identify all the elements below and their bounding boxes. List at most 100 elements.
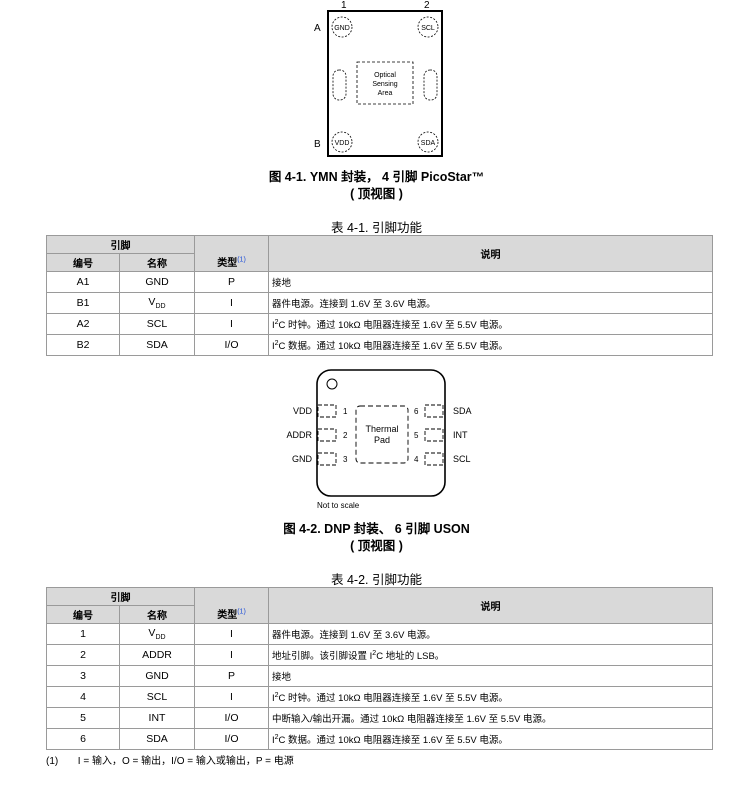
type-footnote-ref: (1) <box>237 256 246 264</box>
type-header-label: 类型 <box>217 610 238 621</box>
pin-number: 2 <box>46 644 120 666</box>
pin1-indicator <box>326 378 338 390</box>
table-4-1: 引脚 类型(1) 说明 编号 名称 A1 GND P 接地 B1 VDD I 器… <box>46 235 713 356</box>
desc-superscript: 2 <box>274 318 279 326</box>
desc-superscript: 2 <box>274 339 279 347</box>
pin-number: A1 <box>46 271 120 293</box>
package-outline <box>327 10 443 157</box>
desc-prefix: I <box>272 693 275 704</box>
thermal-pad <box>355 405 409 464</box>
dnp-package-diagram: VDD ADDR GND 1 2 3 6 5 4 SDA INT SCL The… <box>286 369 472 510</box>
left-pin-label-3: GND <box>292 454 313 464</box>
type-header: 类型(1) <box>194 587 269 624</box>
desc-prefix: I <box>272 735 275 746</box>
not-to-scale-note: Not to scale <box>317 501 360 510</box>
pin-description: I2C 时钟。通过 10kΩ 电阻器连接至 1.6V 至 5.5V 电源。 <box>268 686 713 708</box>
pin-name: SDA <box>119 728 195 750</box>
pin-number: B1 <box>46 292 120 314</box>
thermal-pad-label-1: Thermal <box>365 424 398 434</box>
figure-4-2-caption-line1: 图 4-2. DNP 封装、 6 引脚 USON <box>283 522 470 536</box>
figure-4-2-caption-line2: ( 顶视图 ) <box>350 539 403 553</box>
pin-name: VDD <box>119 292 195 314</box>
desc-prefix: I <box>272 320 275 331</box>
desc-text-a: 地址引脚。该引脚设置 I <box>272 651 373 662</box>
pin-a1-ball <box>331 16 353 38</box>
pin-type: I <box>194 644 269 666</box>
left-pin-label-1: VDD <box>293 406 313 416</box>
footnote: (1) I = 输入，O = 输出，I/O = 输入或输出，P = 电源 <box>46 752 294 767</box>
right-pin-pad-6 <box>424 404 444 418</box>
column-label-2: 2 <box>424 0 430 11</box>
pin-description: 器件电源。连接到 1.6V 至 3.6V 电源。 <box>268 623 713 645</box>
pin-b1-label: VDD <box>335 140 350 147</box>
number-header: 编号 <box>46 605 120 624</box>
column-label-1: 1 <box>341 0 347 11</box>
pin-number: 1 <box>46 623 120 645</box>
thermal-pad-label-2: Pad <box>374 435 390 445</box>
table-4-2-title: 表 4-2. 引脚功能 <box>331 573 422 587</box>
table-row: B1 VDD I 器件电源。连接到 1.6V 至 3.6V 电源。 <box>46 292 713 314</box>
pin-type: I/O <box>194 707 269 729</box>
pin-name-main: V <box>148 295 156 308</box>
table-row: A1 GND P 接地 <box>46 271 713 293</box>
table-row: 1 VDD I 器件电源。连接到 1.6V 至 3.6V 电源。 <box>46 623 713 645</box>
pin-a2-ball <box>417 16 439 38</box>
pin-name: SCL <box>119 313 195 335</box>
pin-name: SCL <box>119 686 195 708</box>
pin-description: I2C 数据。通过 10kΩ 电阻器连接至 1.6V 至 5.5V 电源。 <box>268 334 713 356</box>
description-header: 说明 <box>268 235 713 272</box>
table-4-1-title: 表 4-1. 引脚功能 <box>331 221 422 235</box>
footnote-text: I = 输入，O = 输出，I/O = 输入或输出，P = 电源 <box>77 756 294 767</box>
left-pin-number-2: 2 <box>343 431 348 440</box>
pin-number: 5 <box>46 707 120 729</box>
desc-superscript: 2 <box>274 691 279 699</box>
ymn-package-diagram: 1 2 A B GND SCL VDD SDA Optical Sensing … <box>314 0 443 157</box>
right-pin-label-5: INT <box>453 430 468 440</box>
table-row: 4 SCL I I2C 时钟。通过 10kΩ 电阻器连接至 1.6V 至 5.5… <box>46 686 713 708</box>
right-pin-pad-4 <box>424 452 444 466</box>
table-row: B2 SDA I/O I2C 数据。通过 10kΩ 电阻器连接至 1.6V 至 … <box>46 334 713 356</box>
pin-name-subscript: DD <box>155 634 166 642</box>
table-row: 3 GND P 接地 <box>46 665 713 687</box>
pin-type: P <box>194 271 269 293</box>
pin-name: INT <box>119 707 195 729</box>
optical-sensing-area <box>356 61 414 105</box>
pin-header: 引脚 <box>46 235 195 254</box>
table-row: 2 ADDR I 地址引脚。该引脚设置 I2C 地址的 LSB。 <box>46 644 713 666</box>
desc-text: C 时钟。通过 10kΩ 电阻器连接至 1.6V 至 5.5V 电源。 <box>278 320 508 331</box>
pin-type: I <box>194 292 269 314</box>
desc-text: C 数据。通过 10kΩ 电阻器连接至 1.6V 至 5.5V 电源。 <box>278 735 508 746</box>
sensing-label-2: Sensing <box>372 81 397 88</box>
pin-type: I/O <box>194 334 269 356</box>
right-side-pad <box>423 69 438 101</box>
figure-4-1-caption-line2: ( 顶视图 ) <box>350 187 403 201</box>
pin-description: 中断输入/输出开漏。通过 10kΩ 电阻器连接至 1.6V 至 5.5V 电源。 <box>268 707 713 729</box>
pin-type: I <box>194 623 269 645</box>
description-header: 说明 <box>268 587 713 624</box>
pin-number: 4 <box>46 686 120 708</box>
pin-description: I2C 数据。通过 10kΩ 电阻器连接至 1.6V 至 5.5V 电源。 <box>268 728 713 750</box>
type-header-label: 类型 <box>217 258 238 269</box>
pin-description: 接地 <box>268 271 713 293</box>
right-pin-label-4: SCL <box>453 454 471 464</box>
row-label-b: B <box>314 139 321 150</box>
desc-superscript: 2 <box>372 649 377 657</box>
pin-number: A2 <box>46 313 120 335</box>
pin-b1-ball <box>331 131 353 153</box>
pin-description: I2C 时钟。通过 10kΩ 电阻器连接至 1.6V 至 5.5V 电源。 <box>268 313 713 335</box>
sensing-label-1: Optical <box>374 72 396 79</box>
package-outline <box>316 369 446 497</box>
figure-4-2-caption: 图 4-2. DNP 封装、 6 引脚 USON ( 顶视图 ) <box>0 521 753 555</box>
pin-name: GND <box>119 271 195 293</box>
pin-type: I <box>194 313 269 335</box>
number-header: 编号 <box>46 253 120 272</box>
desc-text: C 时钟。通过 10kΩ 电阻器连接至 1.6V 至 5.5V 电源。 <box>278 693 508 704</box>
footnote-marker: (1) <box>46 756 59 767</box>
sensing-label-3: Area <box>378 90 393 97</box>
table-4-2: 引脚 类型(1) 说明 编号 名称 1 VDD I 器件电源。连接到 1.6V … <box>46 587 713 750</box>
pin-name-subscript: DD <box>155 303 166 311</box>
desc-text: C 数据。通过 10kΩ 电阻器连接至 1.6V 至 5.5V 电源。 <box>278 341 508 352</box>
pin-a1-label: GND <box>334 25 350 32</box>
pin-type: I/O <box>194 728 269 750</box>
pin-description: 接地 <box>268 665 713 687</box>
